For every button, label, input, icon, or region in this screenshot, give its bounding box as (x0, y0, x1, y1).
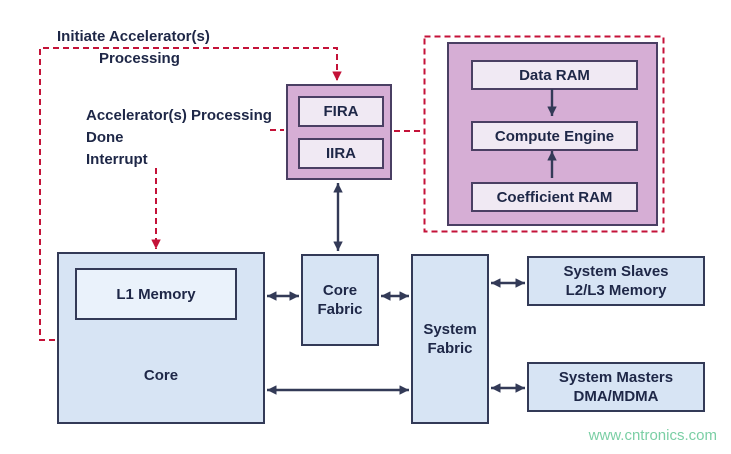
system-masters-block: System Masters DMA/MDMA (527, 362, 705, 412)
core-label: Core (143, 367, 179, 384)
core-block: L1 Memory Core (57, 252, 265, 424)
core-fabric-block: Core Fabric (301, 254, 379, 346)
iira-block: IIRA (298, 138, 384, 169)
compute-engine-block: Compute Engine (471, 121, 638, 151)
annotation-text: Initiate Accelerator(s) (55, 26, 212, 48)
watermark-text: www.cntronics.com (588, 427, 717, 444)
system-masters-label-line1: System Masters (558, 369, 674, 386)
core-fabric-label-line2: Fabric (317, 301, 363, 318)
l1-memory-label: L1 Memory (116, 285, 196, 303)
system-slaves-label-line2: L2/L3 Memory (565, 282, 667, 299)
system-fabric-block: System Fabric (411, 254, 489, 424)
system-slaves-label-line1: System Slaves (563, 263, 669, 280)
coefficient-ram-label: Coefficient RAM (496, 188, 613, 206)
accelerator-block: FIRA IIRA (286, 84, 392, 180)
annotation-text: Done (84, 127, 126, 149)
fira-block: FIRA (298, 96, 384, 127)
fira-label: FIRA (323, 103, 359, 120)
accelerator-detail-block: Data RAM Compute Engine Coefficient RAM (447, 42, 658, 226)
data-ram-label: Data RAM (519, 66, 590, 84)
core-fabric-label-line1: Core (322, 282, 358, 299)
data-ram-block: Data RAM (471, 60, 638, 90)
iira-label: IIRA (326, 145, 356, 162)
annotation-text: Accelerator(s) Processing (84, 105, 274, 127)
coefficient-ram-block: Coefficient RAM (471, 182, 638, 212)
annotation-text: Processing (97, 48, 182, 70)
system-fabric-label-line1: System (423, 321, 477, 338)
l1-memory-block: L1 Memory (75, 268, 237, 320)
system-masters-label-line2: DMA/MDMA (573, 388, 659, 405)
annotation-text: Interrupt (84, 149, 150, 171)
system-slaves-block: System Slaves L2/L3 Memory (527, 256, 705, 306)
compute-engine-label: Compute Engine (494, 127, 615, 145)
system-fabric-label-line2: Fabric (427, 340, 473, 357)
annotation-done-interrupt: Accelerator(s) Processing Done Interrupt (84, 105, 274, 171)
annotation-initiate-processing: Initiate Accelerator(s) Processing (55, 26, 212, 70)
